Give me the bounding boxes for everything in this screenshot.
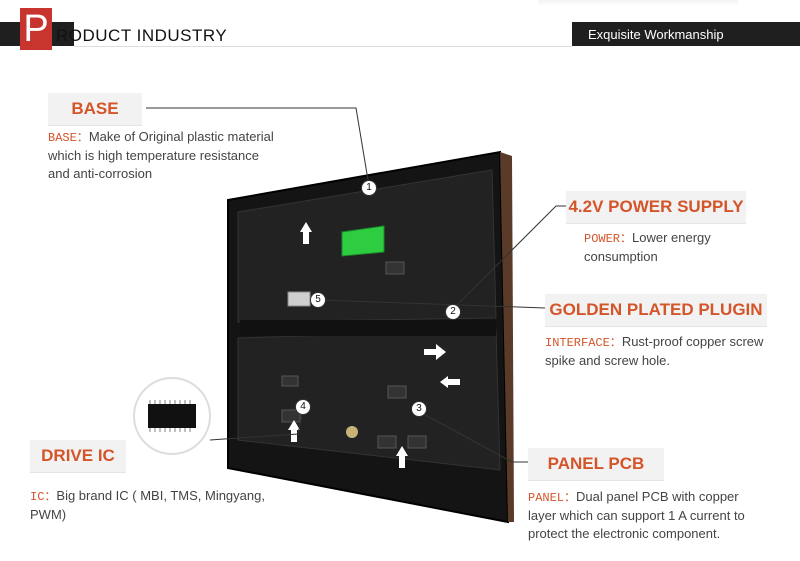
component — [346, 426, 358, 438]
base-text-2: which is high temperature resistance — [48, 148, 259, 163]
center-rib — [240, 320, 496, 336]
marker-4: 4 — [295, 399, 311, 415]
marker-3: 3 — [411, 401, 427, 417]
pcb-text-1: Dual panel PCB with copper — [576, 489, 739, 504]
power-description: POWER：Lower energy consumption — [584, 229, 784, 266]
callout-lines — [146, 107, 566, 463]
arrow — [300, 222, 312, 244]
marker-2: 2 — [445, 304, 461, 320]
arrow — [288, 420, 300, 442]
pcb-description: PANEL：Dual panel PCB with copper layer w… — [528, 488, 798, 543]
base-label: BASE — [48, 93, 142, 126]
ic-pins — [149, 400, 191, 432]
plugin-label: GOLDEN PLATED PLUGIN — [545, 294, 767, 327]
plugin-description: INTERFACE：Rust-proof copper screw spike … — [545, 333, 797, 370]
power-connector — [287, 291, 311, 307]
chip — [387, 385, 407, 399]
pcb-text-3: protect the electronic component. — [528, 526, 721, 541]
pcb-text-2: layer which can support 1 A current to — [528, 508, 745, 523]
drive-ic-text-1: Big brand IC ( MBI, TMS, Mingyang, — [56, 488, 265, 503]
drive-ic-text-2: PWM) — [30, 507, 67, 522]
plugin-text-2: spike and screw hole. — [545, 353, 671, 368]
base-text-3: and anti-corrosion — [48, 166, 153, 181]
plugin-key: INTERFACE： — [545, 336, 622, 350]
pcb-label: PANEL PCB — [528, 448, 664, 481]
header-tagline: Exquisite Workmanship — [588, 27, 724, 42]
pcb-key: PANEL： — [528, 491, 577, 505]
marker-1: 1 — [361, 180, 377, 196]
base-key: BASE： — [48, 131, 89, 145]
header-title-strip — [74, 22, 572, 47]
plugin-text-1: Rust-proof copper screw — [621, 334, 764, 349]
ic-chip — [148, 404, 196, 428]
header-badge: P — [20, 8, 52, 50]
power-text-1: Lower energy — [632, 230, 711, 245]
drive-ic-label: DRIVE IC — [30, 440, 126, 473]
arrow — [424, 344, 446, 360]
drive-ic-key: IC： — [30, 490, 57, 504]
green-display — [341, 225, 385, 257]
drive-ic-description: IC：Big brand IC ( MBI, TMS, Mingyang, PW… — [30, 487, 320, 524]
chip — [377, 435, 397, 449]
base-description: BASE：Make of Original plastic material w… — [48, 128, 328, 183]
header-bar — [0, 22, 800, 47]
base-text-1: Make of Original plastic material — [88, 129, 274, 144]
chip — [385, 261, 405, 275]
power-key: POWER： — [584, 232, 633, 246]
chip — [281, 375, 299, 387]
module-edge — [500, 152, 514, 522]
page-title: RODUCT INDUSTRY — [56, 26, 228, 45]
power-label: 4.2V POWER SUPPLY — [566, 191, 746, 224]
arrow — [440, 376, 460, 388]
top-decoration — [538, 0, 738, 6]
power-text-2: consumption — [584, 249, 658, 264]
chip — [407, 435, 427, 449]
marker-5: 5 — [310, 292, 326, 308]
arrow — [396, 446, 408, 468]
chip — [281, 409, 301, 423]
